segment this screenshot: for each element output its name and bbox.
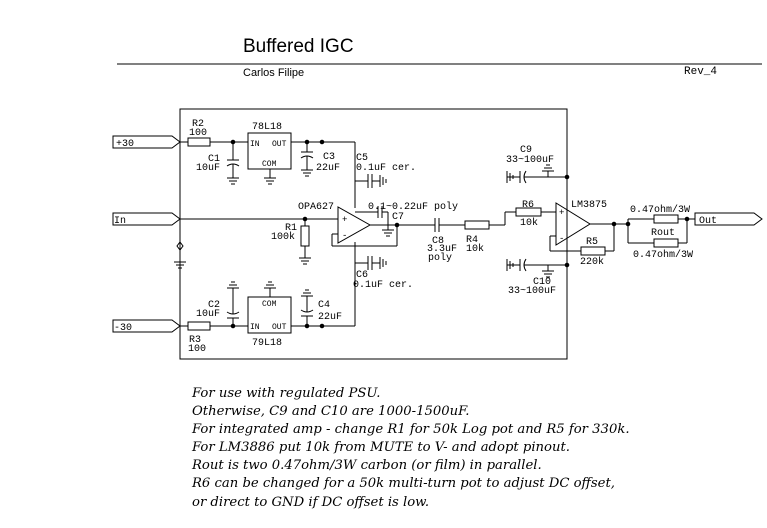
svg-text:-: - (342, 231, 347, 241)
svg-text:10k: 10k (520, 217, 538, 229)
ground-node (174, 241, 186, 269)
port-input: In (112, 212, 181, 227)
svg-text:C2: C2 (208, 300, 220, 311)
svg-text:78L18: 78L18 (252, 122, 282, 133)
svg-text:0.1~0.22uF poly: 0.1~0.22uF poly (368, 201, 458, 213)
svg-text:R4: R4 (466, 235, 478, 246)
regulator-79l18: 79L18 IN OUT COM (247, 281, 292, 349)
r3-resistor: R3 100 (187, 321, 211, 355)
svg-text:10uF: 10uF (196, 163, 220, 174)
c9-capacitor: C9 33~100uF (506, 145, 554, 184)
revision-label: Rev_4 (684, 66, 718, 78)
svg-text:0.47ohm/3W: 0.47ohm/3W (633, 249, 693, 261)
svg-text:C3: C3 (323, 152, 335, 163)
svg-text:-30: -30 (114, 323, 132, 334)
c6-capacitor: C6 0.1uF cer. (353, 256, 413, 291)
ground-symbol (227, 177, 239, 185)
author-label: Carlos Filipe (243, 67, 305, 79)
r5-resistor: R5 220k (580, 221, 617, 268)
svg-text:R1: R1 (285, 223, 297, 234)
svg-text:C10: C10 (533, 277, 551, 288)
note-line: or direct to GND if DC offset is low. (192, 494, 430, 510)
note-line: Otherwise, C9 and C10 are 1000-1500uF. (192, 404, 470, 420)
svg-text:C7: C7 (392, 212, 404, 223)
board-outline (179, 108, 568, 360)
r2-resistor: R2 100 (187, 119, 211, 147)
svg-text:IN: IN (250, 323, 260, 332)
circuit-diagram: +30 R2 100 C1 10uF 78L18 IN OUT COM (112, 63, 763, 360)
svg-text:C8: C8 (432, 236, 444, 247)
svg-text:+30: +30 (116, 139, 134, 150)
svg-text:OPA627: OPA627 (298, 202, 334, 213)
note-line: For integrated amp - change R1 for 50k L… (192, 422, 630, 438)
page-title: Buffered IGC (243, 36, 354, 57)
svg-text:33~100uF: 33~100uF (506, 155, 554, 166)
svg-text:Rout: Rout (651, 228, 675, 239)
svg-text:+: + (342, 215, 347, 225)
svg-text:IN: IN (250, 140, 260, 149)
c3-capacitor: C3 22uF (300, 142, 340, 177)
svg-text:poly: poly (428, 252, 452, 264)
svg-text:79L18: 79L18 (252, 338, 282, 349)
svg-text:C5: C5 (356, 153, 368, 164)
svg-text:OUT: OUT (272, 323, 287, 332)
svg-text:R5: R5 (586, 237, 598, 248)
svg-text:C6: C6 (356, 270, 368, 281)
svg-text:R3: R3 (189, 335, 201, 346)
svg-text:LM3875: LM3875 (571, 200, 607, 211)
svg-text:+: + (559, 208, 564, 218)
note-line: For LM3886 put 10k from MUTE to V- and a… (192, 440, 570, 456)
design-notes: For use with regulated PSU. Otherwise, C… (192, 385, 630, 512)
svg-text:3.3uF: 3.3uF (427, 244, 457, 255)
svg-text:220k: 220k (580, 256, 604, 268)
svg-text:10uF: 10uF (196, 309, 220, 320)
svg-text:100: 100 (188, 344, 206, 355)
svg-text:33~100uF: 33~100uF (508, 286, 556, 297)
port-pos-supply: +30 (112, 135, 181, 150)
svg-text:In: In (114, 216, 126, 227)
c2-capacitor: C2 10uF (196, 281, 240, 326)
note-line: For use with regulated PSU. (192, 386, 381, 401)
svg-text:COM: COM (262, 160, 277, 169)
svg-text:10k: 10k (466, 243, 484, 255)
c7-capacitor: 0.1~0.22uF poly C7 (355, 201, 458, 237)
svg-text:Out: Out (699, 216, 717, 227)
svg-text:22uF: 22uF (316, 163, 340, 174)
svg-text:C1: C1 (208, 154, 220, 165)
svg-text:100: 100 (189, 128, 207, 139)
rout-resistors: 0.47ohm/3W Rout 0.47ohm/3W (625, 204, 695, 261)
amplifier-lm3875: LM3875 + - (548, 174, 628, 268)
note-line: R6 can be changed for a 50k multi-turn p… (192, 476, 615, 492)
r4-resistor: R4 10k (464, 220, 505, 255)
svg-text:22uF: 22uF (318, 312, 342, 323)
svg-text:R2: R2 (192, 119, 204, 130)
svg-text:C4: C4 (318, 300, 330, 311)
svg-text:0.47ohm/3W: 0.47ohm/3W (630, 204, 690, 216)
svg-text:COM: COM (262, 300, 277, 309)
c5-capacitor: C5 0.1uF cer. (355, 153, 416, 188)
c10-capacitor: C10 33~100uF (506, 258, 556, 297)
svg-text:0.1uF cer.: 0.1uF cer. (353, 280, 413, 291)
regulator-78l18: 78L18 IN OUT COM (247, 122, 292, 185)
r6-resistor: R6 10k (515, 200, 556, 229)
note-line: Rout is two 0.47ohm/3W carbon (or film) … (192, 458, 542, 474)
opamp-opa627: OPA627 + - (298, 202, 425, 247)
c1-capacitor: C1 10uF (196, 142, 240, 178)
svg-text:-: - (559, 234, 564, 244)
c8-capacitor: C8 3.3uF poly (425, 218, 465, 264)
r1-resistor: R1 100k (271, 219, 311, 265)
port-output: Out (694, 212, 763, 227)
c4-capacitor: C4 22uF (300, 289, 342, 326)
port-neg-supply: -30 (112, 319, 181, 334)
svg-text:C9: C9 (520, 145, 532, 156)
svg-text:0.1uF cer.: 0.1uF cer. (356, 163, 416, 174)
svg-text:R6: R6 (522, 200, 534, 211)
svg-text:100k: 100k (271, 231, 295, 243)
svg-text:OUT: OUT (272, 140, 287, 149)
